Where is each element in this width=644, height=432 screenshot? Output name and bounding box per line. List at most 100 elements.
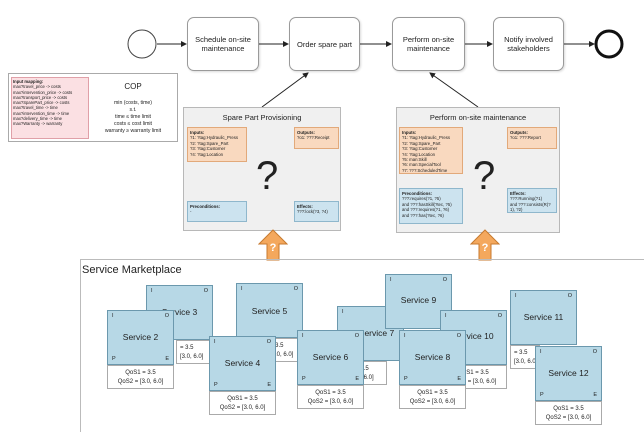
service-card-11[interactable]: I O Service 11 <box>510 290 577 345</box>
mapping-line: max?intervention_time -> time <box>13 110 70 116</box>
service-marketplace <box>80 259 644 432</box>
cop-objective: min (costs, time) <box>113 100 153 106</box>
qos-card-3: = 3.5 [3.0, 6.0] <box>176 340 213 364</box>
service-name: Service 12 <box>548 368 589 378</box>
service-card-5[interactable]: I O Service 5 <box>236 283 303 338</box>
corner-output: O <box>266 339 271 345</box>
mapping-line: max?delivery_time -> time <box>13 116 62 122</box>
outputs-box: Outputs: ?o1: ???:Receipt <box>294 127 339 149</box>
service-name: Service 4 <box>224 358 261 368</box>
mapping-title: Input mapping: <box>13 79 44 84</box>
end-event <box>594 29 624 59</box>
task-label: Perform on-site maintenance <box>402 35 455 53</box>
input-item: ?4: ?tag:Location <box>190 151 223 157</box>
corner-input: I <box>515 293 517 299</box>
panel-title: Spare Part Provisioning <box>222 113 302 122</box>
corner-input: I <box>540 349 542 355</box>
task-perform-maintenance[interactable]: Perform on-site maintenance <box>392 17 465 71</box>
corner-input: I <box>241 286 243 292</box>
corner-output: O <box>592 349 597 355</box>
cop-constraint: warranty ≥ warranty limit <box>104 128 162 134</box>
service-name: Service 6 <box>312 352 349 362</box>
corner-output: O <box>293 286 298 292</box>
service-card-4[interactable]: I O Service 4 P E <box>209 336 276 391</box>
precondition-item: - <box>190 209 192 215</box>
qos1: = 3.5 <box>514 350 528 356</box>
effects-box: Effects: ???:Running(?1) and ???:consist… <box>507 188 557 213</box>
effect-item: and ???:consists(R(?1), ?2) <box>510 201 551 213</box>
input-item: ?2: ?tag:Spare_Part <box>402 140 441 146</box>
corner-input: I <box>342 309 344 315</box>
outputs-label: Outputs: <box>510 130 528 135</box>
qos2: [3.0, 6.0] <box>270 351 294 358</box>
cop-st: s.t. <box>129 107 137 113</box>
input-item: ?4: ?tag:Location <box>402 151 435 157</box>
mapping-line: max?SparePart_price -> costs <box>13 100 70 106</box>
qos1: QoS1 = 3.5 <box>315 390 346 396</box>
discover-arrow-right: ? <box>469 229 501 261</box>
service-name: Service 10 <box>453 331 494 341</box>
corner-precondition: P <box>404 376 408 382</box>
qos-card-8: QoS1 = 3.5 QoS2 = [3.0, 6.0] <box>399 385 466 409</box>
service-name: Service 7 <box>358 328 395 338</box>
precondition-item: and ???:requires(?1, ?6) <box>402 207 450 213</box>
corner-effect: E <box>457 376 461 382</box>
effect-item: ???:lock(?3, ?4) <box>297 209 328 215</box>
task-label: Notify involved stakeholders <box>504 35 553 53</box>
service-name: Service 2 <box>122 332 159 342</box>
cop-title: COP <box>124 82 142 91</box>
input-item: ?2: ?tag:Spare_Part <box>190 140 229 146</box>
cop-constraint: time ≤ time limit <box>115 114 151 120</box>
corner-precondition: P <box>112 356 116 362</box>
outputs-box: Outputs: ?o1: ???:Report <box>507 127 557 149</box>
corner-output: O <box>442 277 447 283</box>
corner-effect: E <box>593 392 597 398</box>
service-name: Service 11 <box>523 312 564 322</box>
qos2: QoS2 = [3.0, 6.0] <box>117 378 164 385</box>
link-right-panel-to-perform <box>429 72 479 108</box>
service-name: Service 9 <box>400 295 437 305</box>
preconditions-label: Preconditions: <box>190 204 221 209</box>
corner-input: I <box>390 277 392 283</box>
qos2: QoS2 = [3.0, 6.0] <box>545 414 592 421</box>
task-schedule-maintenance[interactable]: Schedule on-site maintenance <box>187 17 259 71</box>
qos1: QoS1 = 3.5 <box>227 396 258 402</box>
mapping-line: max?travel_time -> time <box>13 105 58 111</box>
panel-perform-maintenance: Perform on-site maintenance Inputs: ?1: … <box>396 107 560 233</box>
qos-card-12: QoS1 = 3.5 QoS2 = [3.0, 6.0] <box>535 401 602 425</box>
input-item: ?5: man:Skill <box>402 157 427 163</box>
corner-output: O <box>354 333 359 339</box>
qos-card-2: QoS1 = 3.5 QoS2 = [3.0, 6.0] <box>107 365 174 389</box>
corner-input: I <box>445 313 447 319</box>
corner-output: O <box>164 313 169 319</box>
precondition-item: and ???:has(?tec, ?6) <box>402 212 444 218</box>
mapping-line: max?transport_price -> costs <box>13 94 68 100</box>
arrow-question-mark: ? <box>269 242 277 254</box>
qos-card-4: QoS1 = 3.5 QoS2 = [3.0, 6.0] <box>209 391 276 415</box>
qos1: QoS1 = 3.5 <box>458 370 489 376</box>
service-card-8[interactable]: I O Service 8 P E <box>399 330 466 385</box>
input-mapping: Input mapping: max?travel_price -> costs… <box>11 77 89 139</box>
task-notify-stakeholders[interactable]: Notify involved stakeholders <box>493 17 564 71</box>
effects-label: Effects: <box>510 191 526 196</box>
service-card-2[interactable]: I O Service 2 P E <box>107 310 174 365</box>
unknown-service-mark: ? <box>473 154 496 198</box>
corner-input: I <box>112 313 114 319</box>
corner-input: I <box>151 288 153 294</box>
qos1: QoS1 = 3.5 <box>417 390 448 396</box>
corner-input: I <box>214 339 216 345</box>
input-item: ?6: man:SpecialTool <box>402 162 441 168</box>
precondition-item: ???:requires(?1, ?5) <box>402 196 441 202</box>
qos-card-6: QoS1 = 3.5 QoS2 = [3.0, 6.0] <box>297 385 364 409</box>
input-item: ?7: ???:ScheduledTime <box>402 167 448 173</box>
input-item: ?3: ?tag:Customer <box>402 146 438 152</box>
link-left-panel-to-order <box>261 72 309 108</box>
task-order-spare-part[interactable]: Order spare part <box>289 17 360 71</box>
service-card-6[interactable]: I O Service 6 P E <box>297 330 364 385</box>
service-card-12[interactable]: I O Service 12 P E <box>535 346 602 401</box>
arrow-question-mark: ? <box>481 242 489 254</box>
cop-constraint: costs ≤ cost limit <box>113 121 152 127</box>
service-name: Service 5 <box>251 306 288 316</box>
corner-output: O <box>456 333 461 339</box>
